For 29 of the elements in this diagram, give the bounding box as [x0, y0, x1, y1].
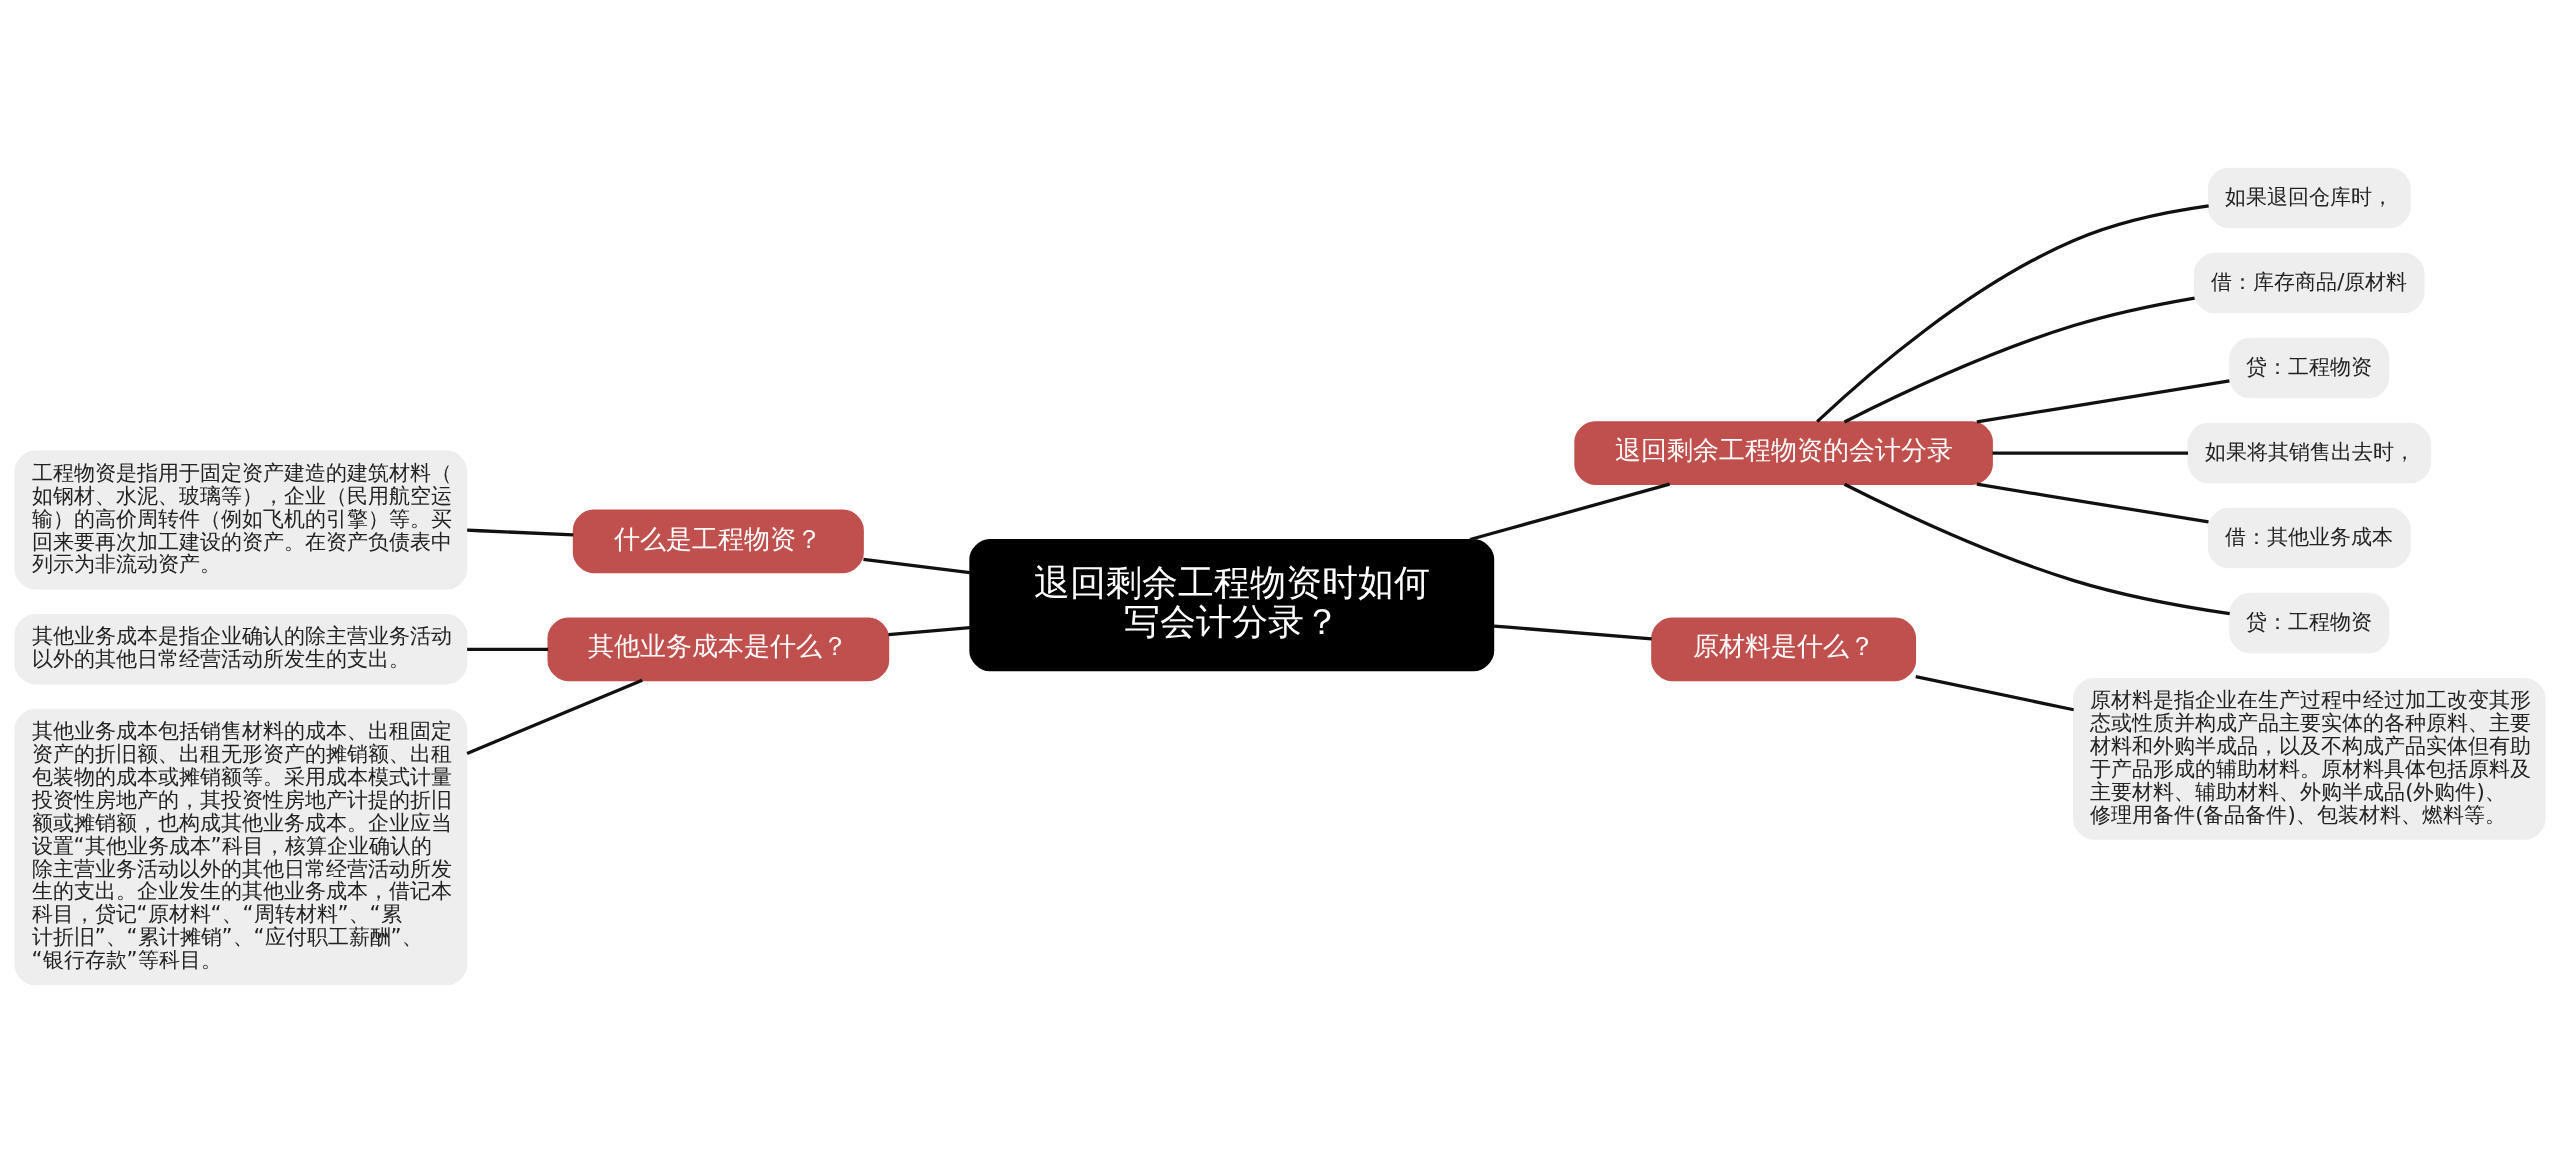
- connector: [1976, 482, 2209, 524]
- connector: [467, 647, 549, 651]
- connector: [466, 678, 643, 755]
- connector: [1915, 675, 2074, 712]
- connector: [1843, 482, 2230, 616]
- node-box: 其他业务成本包括销售材料的成本、出租固定资产的折旧额、出租无形资产的摊销额、出租包装物的成本或摊销额等。采用成本模式计量投资性房地产的，其投资性房地产计提的折旧额或摊销额，也构成其他业务成本。企业应当设置“其他业务成本”科目，核算企业确认的除主营业务活动以外的其他日常经营活动所发生的支出。企业发生的其他业务成本，借记本科目，贷记“原材料“、“周转材料”、“累计折旧”、“累计摊销”、“应付职工薪酬”、“银行存款”等科目。: [14, 708, 468, 986]
- connector: [1992, 451, 2188, 455]
- node-box: 如果将其销售出去时，: [2187, 422, 2432, 484]
- node-box: 其他业务成本是指企业确认的除主营业务活动以外的其他日常经营活动所发生的支出。: [14, 614, 468, 685]
- connector: [1976, 379, 2230, 424]
- node-box: 借：其他业务成本: [2207, 507, 2411, 569]
- node-box: 贷：工程物资: [2229, 592, 2390, 654]
- connector: [888, 626, 971, 637]
- node-box: 借：库存商品/原材料: [2194, 252, 2425, 314]
- node-box: 原材料是什么？: [1651, 617, 1917, 682]
- node-box: 贷：工程物资: [2229, 337, 2390, 399]
- connector: [1493, 624, 1652, 641]
- node-box: 原材料是指企业在生产过程中经过加工改变其形态或性质并构成产品主要实体的各种原料、主要材料和外购半成品，以及不构成产品实体但有助于产品形成的辅助材料。原材料具体包括原料及主要材料、辅助材料、外购半成品(外购件)、修理用备件(备品备件)、包装材料、燃料等。: [2073, 677, 2546, 840]
- connector: [1816, 204, 2209, 423]
- connector: [1843, 296, 2195, 424]
- connector: [1469, 482, 1671, 542]
- node-box: 工程物资是指用于固定资产建造的建筑材料（如钢材、水泥、玻璃等），企业（民用航空运输）的高价周转件（例如飞机的引擎）等。买回来要再次加工建设的资产。在资产负债表中列示为非流动资产。: [14, 450, 468, 590]
- connector: [467, 528, 574, 537]
- node-box: 其他业务成本是什么？: [547, 617, 890, 682]
- node-box: 退回剩余工程物资的会计分录: [1574, 421, 1993, 485]
- node-box: 什么是工程物资？: [572, 509, 864, 574]
- node-box: 退回剩余工程物资时如何写会计分录？: [969, 538, 1495, 672]
- node-box: 如果退回仓库时，: [2207, 167, 2411, 229]
- connector: [863, 557, 971, 575]
